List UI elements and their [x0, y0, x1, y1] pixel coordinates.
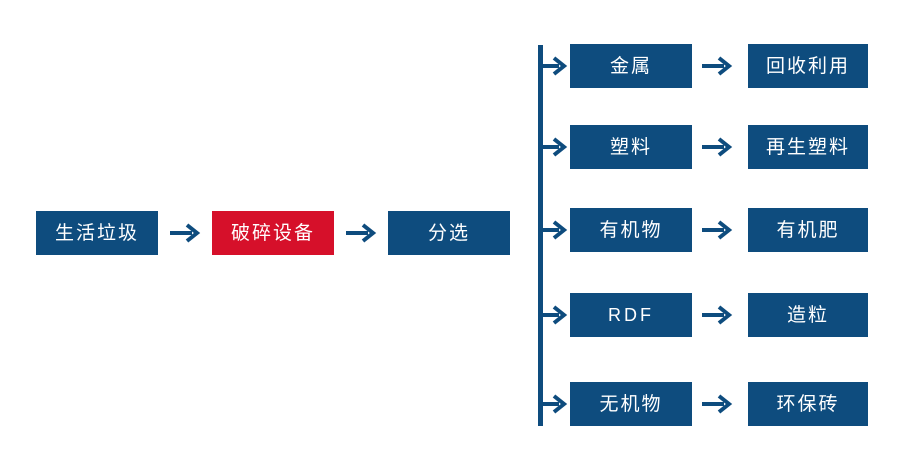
node-material-2[interactable]: 有机物	[570, 208, 692, 252]
branch-arrow-0	[540, 55, 568, 77]
node-product-0[interactable]: 回收利用	[748, 44, 868, 88]
node-main-0[interactable]: 生活垃圾	[36, 211, 158, 255]
node-product-2[interactable]: 有机肥	[748, 208, 868, 252]
arrow-main-1	[344, 222, 378, 244]
node-material-4[interactable]: 无机物	[570, 382, 692, 426]
node-product-1[interactable]: 再生塑料	[748, 125, 868, 169]
output-arrow-1	[700, 136, 734, 158]
node-main-1[interactable]: 破碎设备	[212, 211, 334, 255]
output-arrow-3	[700, 304, 734, 326]
branch-arrow-1	[540, 136, 568, 158]
branch-arrow-4	[540, 393, 568, 415]
output-arrow-2	[700, 219, 734, 241]
node-material-0[interactable]: 金属	[570, 44, 692, 88]
output-arrow-0	[700, 55, 734, 77]
arrow-main-0	[168, 222, 202, 244]
branch-arrow-3	[540, 304, 568, 326]
node-product-3[interactable]: 造粒	[748, 293, 868, 337]
output-arrow-4	[700, 393, 734, 415]
branch-spine	[538, 45, 543, 426]
node-material-1[interactable]: 塑料	[570, 125, 692, 169]
branch-arrow-2	[540, 219, 568, 241]
node-material-3[interactable]: RDF	[570, 293, 692, 337]
node-main-2[interactable]: 分选	[388, 211, 510, 255]
node-product-4[interactable]: 环保砖	[748, 382, 868, 426]
